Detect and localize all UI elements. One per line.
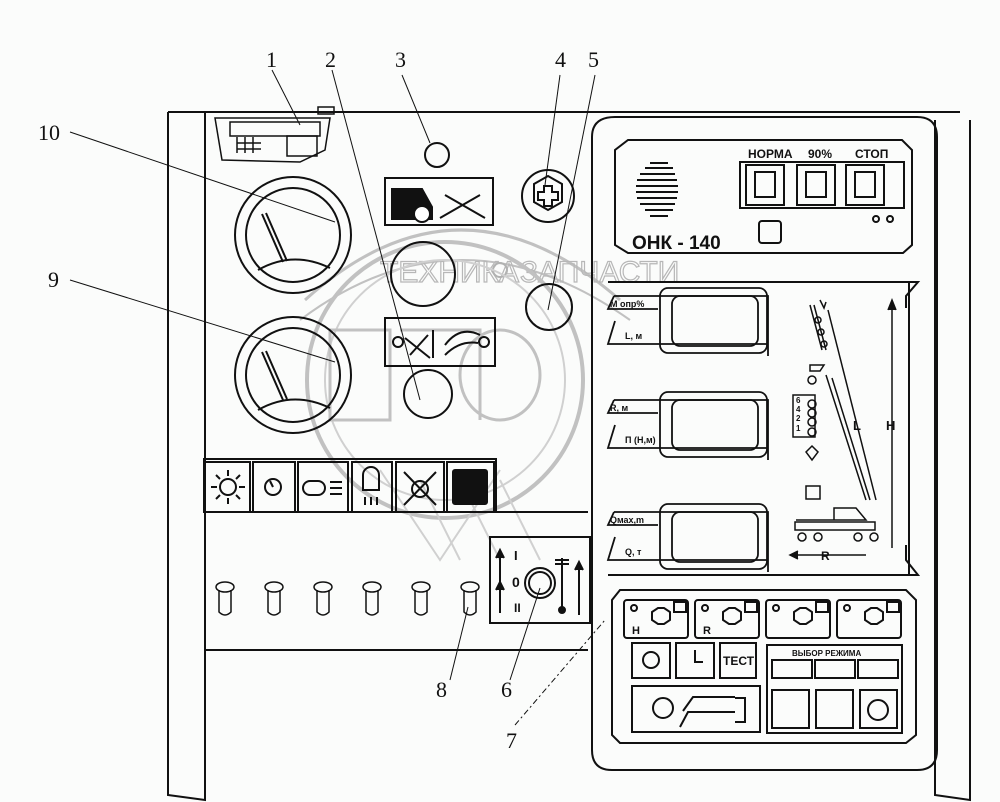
callout-10: 10 [38, 120, 60, 145]
onk-reset-button [758, 220, 782, 244]
lamp-off-icon [395, 461, 445, 513]
switch-pos-1: I [514, 548, 518, 563]
display-label-bottom: П (Н,м) [625, 435, 656, 445]
fog-light-icon [351, 461, 393, 513]
mode-select-title: ВЫБОР РЕЖИМА [792, 649, 861, 658]
octagon-icon [864, 607, 884, 625]
readout-display [606, 287, 769, 356]
warning-lamp-strip [203, 458, 497, 513]
display-label-bottom: Q, т [625, 547, 642, 557]
outrigger-button[interactable] [631, 685, 761, 733]
mode-hook-button[interactable] [815, 689, 854, 729]
display-label-top: Qмах,m [610, 515, 644, 525]
callout-1: 1 [266, 47, 277, 72]
octagon-icon [651, 607, 671, 625]
callout-8: 8 [436, 677, 447, 702]
ignition-switch-plate [489, 536, 591, 624]
callout-7: 7 [506, 728, 517, 753]
onk-top-unit [614, 139, 913, 254]
control-knob-2[interactable] [403, 369, 453, 419]
scale-1: 1 [796, 424, 801, 433]
callout-4: 4 [555, 47, 566, 72]
pressure-gauge-icon [252, 461, 296, 513]
indicator-label-norm: НОРМА [748, 147, 793, 161]
ground-terminal-4[interactable] [521, 169, 575, 223]
filled-blob-icon [446, 461, 495, 513]
scale-2: 2 [796, 414, 801, 423]
clock-button[interactable] [675, 642, 715, 679]
radius-limit-button[interactable]: R [694, 599, 760, 639]
toggle-switch-row [215, 581, 480, 616]
toggle-switch[interactable] [362, 581, 382, 616]
toggle-switch[interactable] [313, 581, 333, 616]
callout-5: 5 [588, 47, 599, 72]
angle-limit-2-button[interactable] [836, 599, 902, 639]
display-label-bottom: L, м [625, 331, 642, 341]
callout-lines [69, 69, 606, 726]
mode-crane-boom-button[interactable] [771, 689, 810, 729]
indicator-lamp-3 [424, 142, 450, 168]
toggle-switch[interactable] [411, 581, 431, 616]
display-label-top: М опр% [610, 299, 644, 309]
mode-selector [766, 644, 903, 734]
callout-2: 2 [325, 47, 336, 72]
angle-limit-button[interactable] [765, 599, 831, 639]
switch-pos-0: 0 [512, 574, 520, 590]
label-H: H [886, 418, 895, 433]
octagon-icon [793, 607, 813, 625]
toggle-switch[interactable] [215, 581, 235, 616]
toggle-switch[interactable] [460, 581, 480, 616]
label-R: R [821, 549, 830, 563]
callout-6: 6 [501, 677, 512, 702]
label-L: L [853, 418, 861, 433]
toggle-switch[interactable] [264, 581, 284, 616]
button-sub-label: H [632, 625, 640, 637]
indicator-label-stop: СТОП [855, 147, 888, 161]
onk-model-label: ОНК - 140 [632, 233, 721, 254]
gauge-9 [234, 316, 352, 434]
mode-off-button[interactable] [859, 689, 898, 729]
octagon-icon [722, 607, 742, 625]
indicator-label-90: 90% [808, 147, 832, 161]
outrigger-plate [384, 317, 496, 367]
scale-6: 6 [796, 396, 801, 405]
crane-diagram [788, 297, 897, 560]
gauge-10 [234, 176, 352, 294]
onk-indicator-labels: НОРМА 90% СТОП [748, 147, 888, 161]
truck-warning-plate [384, 177, 494, 226]
watermark: ТЕХНИКА ЗАПЧАСТИ [299, 228, 680, 562]
onk-140-panel [591, 116, 938, 771]
control-knob-upper[interactable] [390, 241, 456, 307]
button-sub-label: R [703, 625, 711, 637]
headlight-icon [297, 461, 349, 513]
readout-display [606, 503, 769, 572]
callout-9: 9 [48, 267, 59, 292]
crane-scale-labels: 6 4 2 1 [796, 396, 801, 433]
display-label-top: R, м [610, 403, 629, 413]
scale-4: 4 [796, 405, 801, 414]
speaker-grille-icon [636, 162, 678, 217]
switch-pos-2: II [514, 601, 521, 615]
test-label: ТЕСТ [723, 654, 755, 668]
callout-labels: 1 2 3 4 5 6 7 8 9 10 [38, 47, 599, 753]
panel-frame [167, 111, 971, 802]
display-group: М опр% L, м R, м П (Н,м) Qмах,m Q, т [606, 287, 769, 572]
readout-display [606, 391, 769, 460]
test-button[interactable] [719, 642, 757, 679]
fuse-block [214, 106, 335, 163]
callout-3: 3 [395, 47, 406, 72]
height-limit-button[interactable]: H [623, 599, 689, 639]
sun-icon [204, 461, 251, 513]
round-button[interactable] [631, 642, 671, 679]
indicator-lamp-5 [525, 283, 573, 331]
